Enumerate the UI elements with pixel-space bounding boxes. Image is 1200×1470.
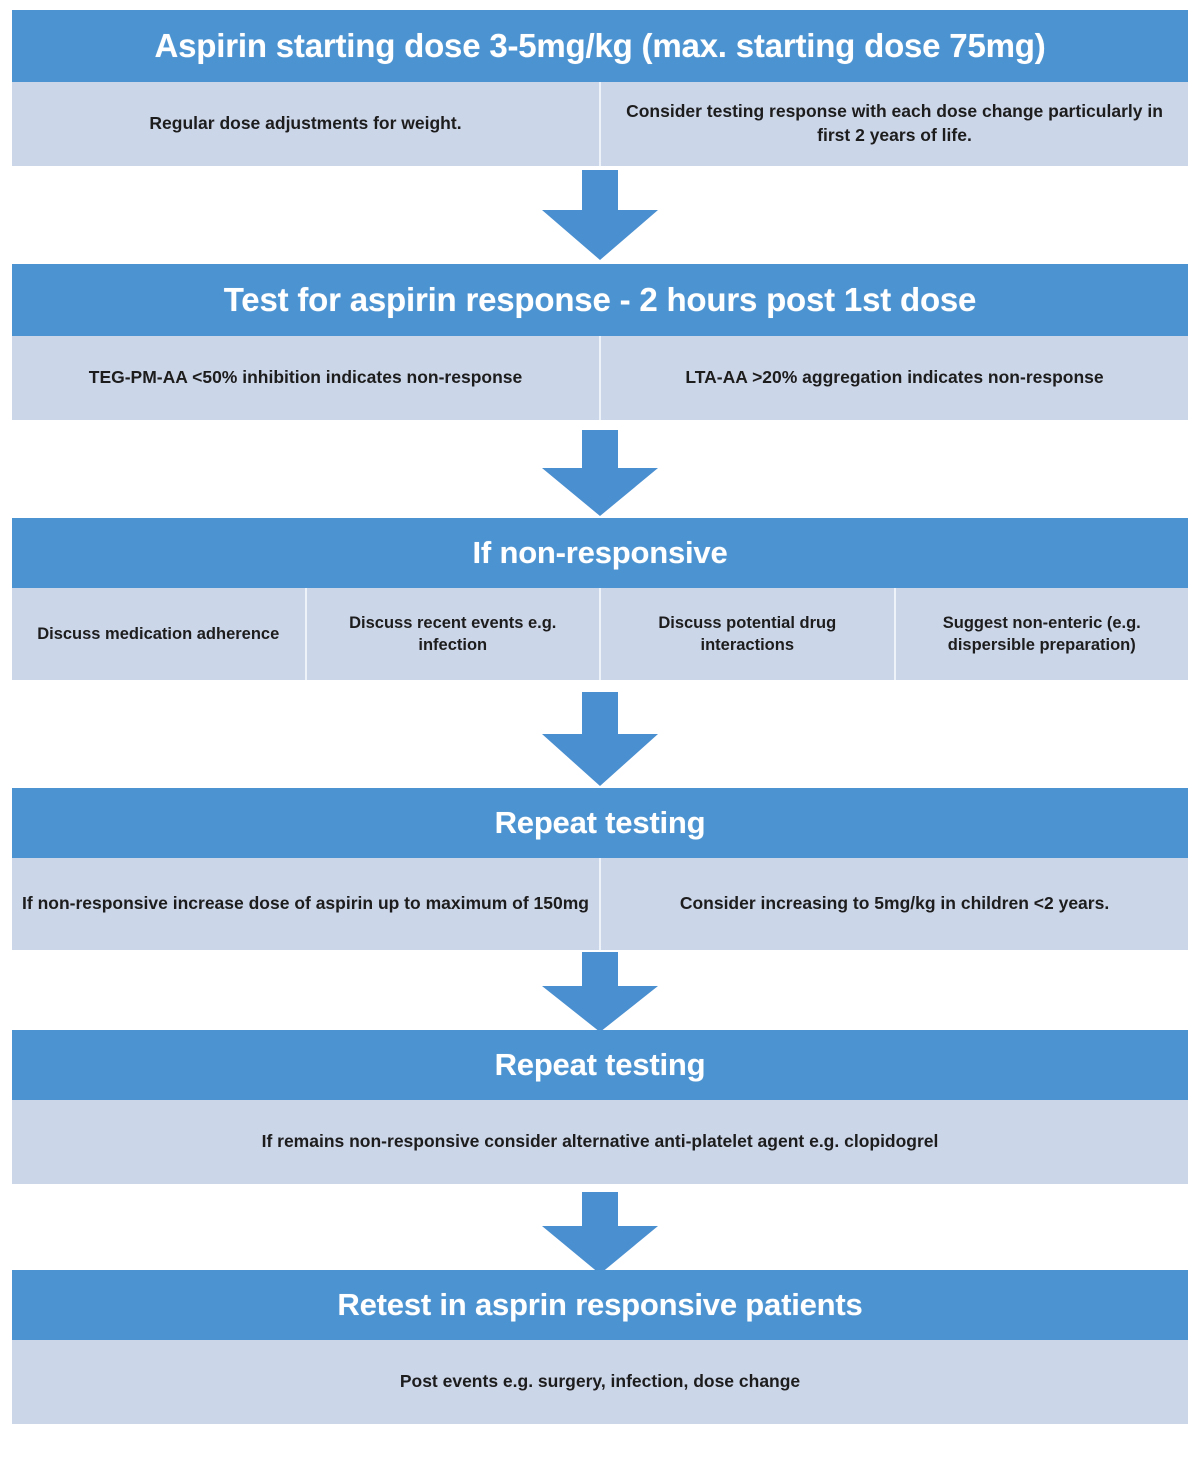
stage-3-cell-3: Discuss potential drug interactions (599, 588, 894, 680)
stage-1-cell-1: Regular dose adjustments for weight. (149, 113, 462, 134)
flow-stage-3: If non-responsive Discuss medication adh… (12, 518, 1188, 680)
flow-stage-5: Repeat testing If remains non-responsive… (12, 1030, 1188, 1184)
stage-3-cell-4: Suggest non-enteric (e.g. dispersible pr… (893, 588, 1189, 680)
stage-4-body: If non-responsive increase dose of aspir… (12, 858, 1188, 950)
stage-4-cell-2: Consider increasing to 5mg/kg in childre… (599, 858, 1188, 950)
stage-6-cell-1: Post events e.g. surgery, infection, dos… (399, 1371, 801, 1392)
stage-6-body: Post events e.g. surgery, infection, dos… (12, 1340, 1188, 1424)
stage-4-header: Repeat testing (12, 788, 1188, 858)
stage-2-cell-2: LTA-AA >20% aggregation indicates non-re… (599, 336, 1188, 420)
down-arrow-icon-2 (540, 430, 660, 518)
stage-5-header: Repeat testing (12, 1030, 1188, 1100)
down-arrow-icon-3 (540, 692, 660, 788)
stage-1-cell-2: Consider testing response with each dose… (599, 82, 1188, 166)
stage-3-cell-1: Discuss medication adherence (37, 624, 280, 643)
stage-1-header: Aspirin starting dose 3-5mg/kg (max. sta… (12, 10, 1188, 82)
down-arrow-icon-1 (540, 170, 660, 262)
stage-3-body: Discuss medication adherence Discuss rec… (12, 588, 1188, 680)
stage-5-cell-1: If remains non-responsive consider alter… (261, 1131, 939, 1152)
stage-5-body: If remains non-responsive consider alter… (12, 1100, 1188, 1184)
stage-1-body: Regular dose adjustments for weight. Con… (12, 82, 1188, 166)
down-arrow-icon-5 (540, 1192, 660, 1276)
stage-2-body: TEG-PM-AA <50% inhibition indicates non-… (12, 336, 1188, 420)
stage-2-header: Test for aspirin response - 2 hours post… (12, 264, 1188, 336)
stage-6-header: Retest in asprin responsive patients (12, 1270, 1188, 1340)
stage-2-cell-1: TEG-PM-AA <50% inhibition indicates non-… (88, 367, 523, 388)
stage-4-cell-1: If non-responsive increase dose of aspir… (22, 893, 589, 914)
flow-stage-2: Test for aspirin response - 2 hours post… (12, 264, 1188, 420)
down-arrow-icon-4 (540, 952, 660, 1034)
stage-3-cell-2: Discuss recent events e.g. infection (304, 588, 600, 680)
flow-stage-4: Repeat testing If non-responsive increas… (12, 788, 1188, 950)
flow-stage-6: Retest in asprin responsive patients Pos… (12, 1270, 1188, 1424)
flow-stage-1: Aspirin starting dose 3-5mg/kg (max. sta… (12, 10, 1188, 166)
stage-3-header: If non-responsive (12, 518, 1188, 588)
